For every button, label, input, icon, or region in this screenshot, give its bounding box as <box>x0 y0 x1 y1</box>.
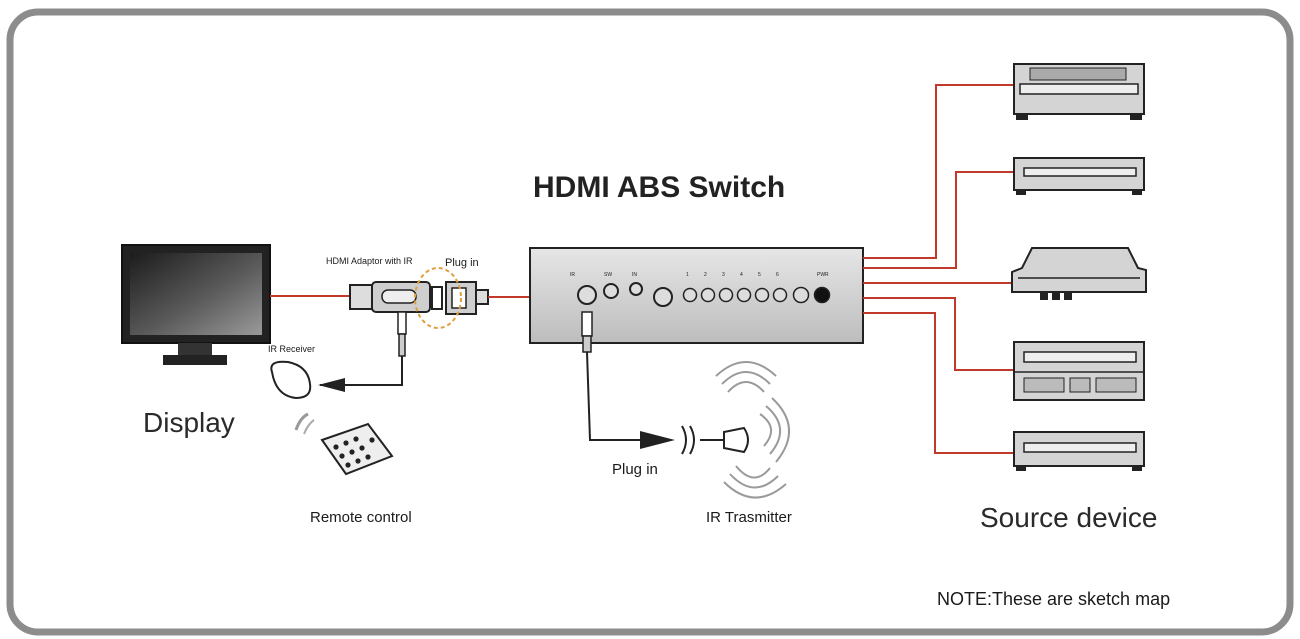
svg-text:2: 2 <box>704 272 707 278</box>
plug-in-highlight <box>414 267 462 329</box>
hdmi-adapter-icon <box>349 281 489 315</box>
ir-receiver-label: IR Receiver <box>268 344 315 354</box>
svg-text:IN: IN <box>632 272 637 278</box>
source-device-2-icon <box>1013 157 1145 195</box>
source-device-1-icon <box>1013 63 1145 120</box>
svg-text:5: 5 <box>758 272 761 278</box>
diagram-frame <box>6 8 1294 636</box>
ir-transmitter-label: IR Trasmitter <box>706 509 792 526</box>
svg-text:6: 6 <box>776 272 779 278</box>
plug-in-bottom-label: Plug in <box>612 461 658 478</box>
svg-text:SW: SW <box>604 272 612 278</box>
ir-transmitter-cable <box>581 311 675 449</box>
svg-text:1: 1 <box>686 272 689 278</box>
svg-text:3: 3 <box>722 272 725 278</box>
ir-transmitter-icon <box>681 361 791 499</box>
source-device-label: Source device <box>980 502 1157 533</box>
svg-text:4: 4 <box>740 272 743 278</box>
ir-receiver-icon <box>270 360 312 400</box>
hdmi-switch-icon: IR SW IN 1 2 3 4 5 6 PWR <box>529 247 864 344</box>
ir-receiver-cable <box>318 311 407 392</box>
note-text: NOTE:These are sketch map <box>937 589 1170 609</box>
display-label: Display <box>143 407 235 438</box>
svg-text:PWR: PWR <box>817 272 829 278</box>
svg-text:IR: IR <box>570 272 575 278</box>
remote-control-icon <box>294 412 394 476</box>
plug-in-top-label: Plug in <box>445 257 479 269</box>
source-device-5-icon <box>1013 431 1145 471</box>
display-monitor-icon <box>121 244 271 365</box>
adapter-label: HDMI Adaptor with IR <box>326 256 413 266</box>
source-device-3-icon <box>1011 247 1147 300</box>
source-device-4-icon <box>1013 341 1145 401</box>
diagram-title: HDMI ABS Switch <box>533 171 785 204</box>
remote-control-label: Remote control <box>310 509 412 526</box>
source-device-cables <box>863 84 1013 454</box>
